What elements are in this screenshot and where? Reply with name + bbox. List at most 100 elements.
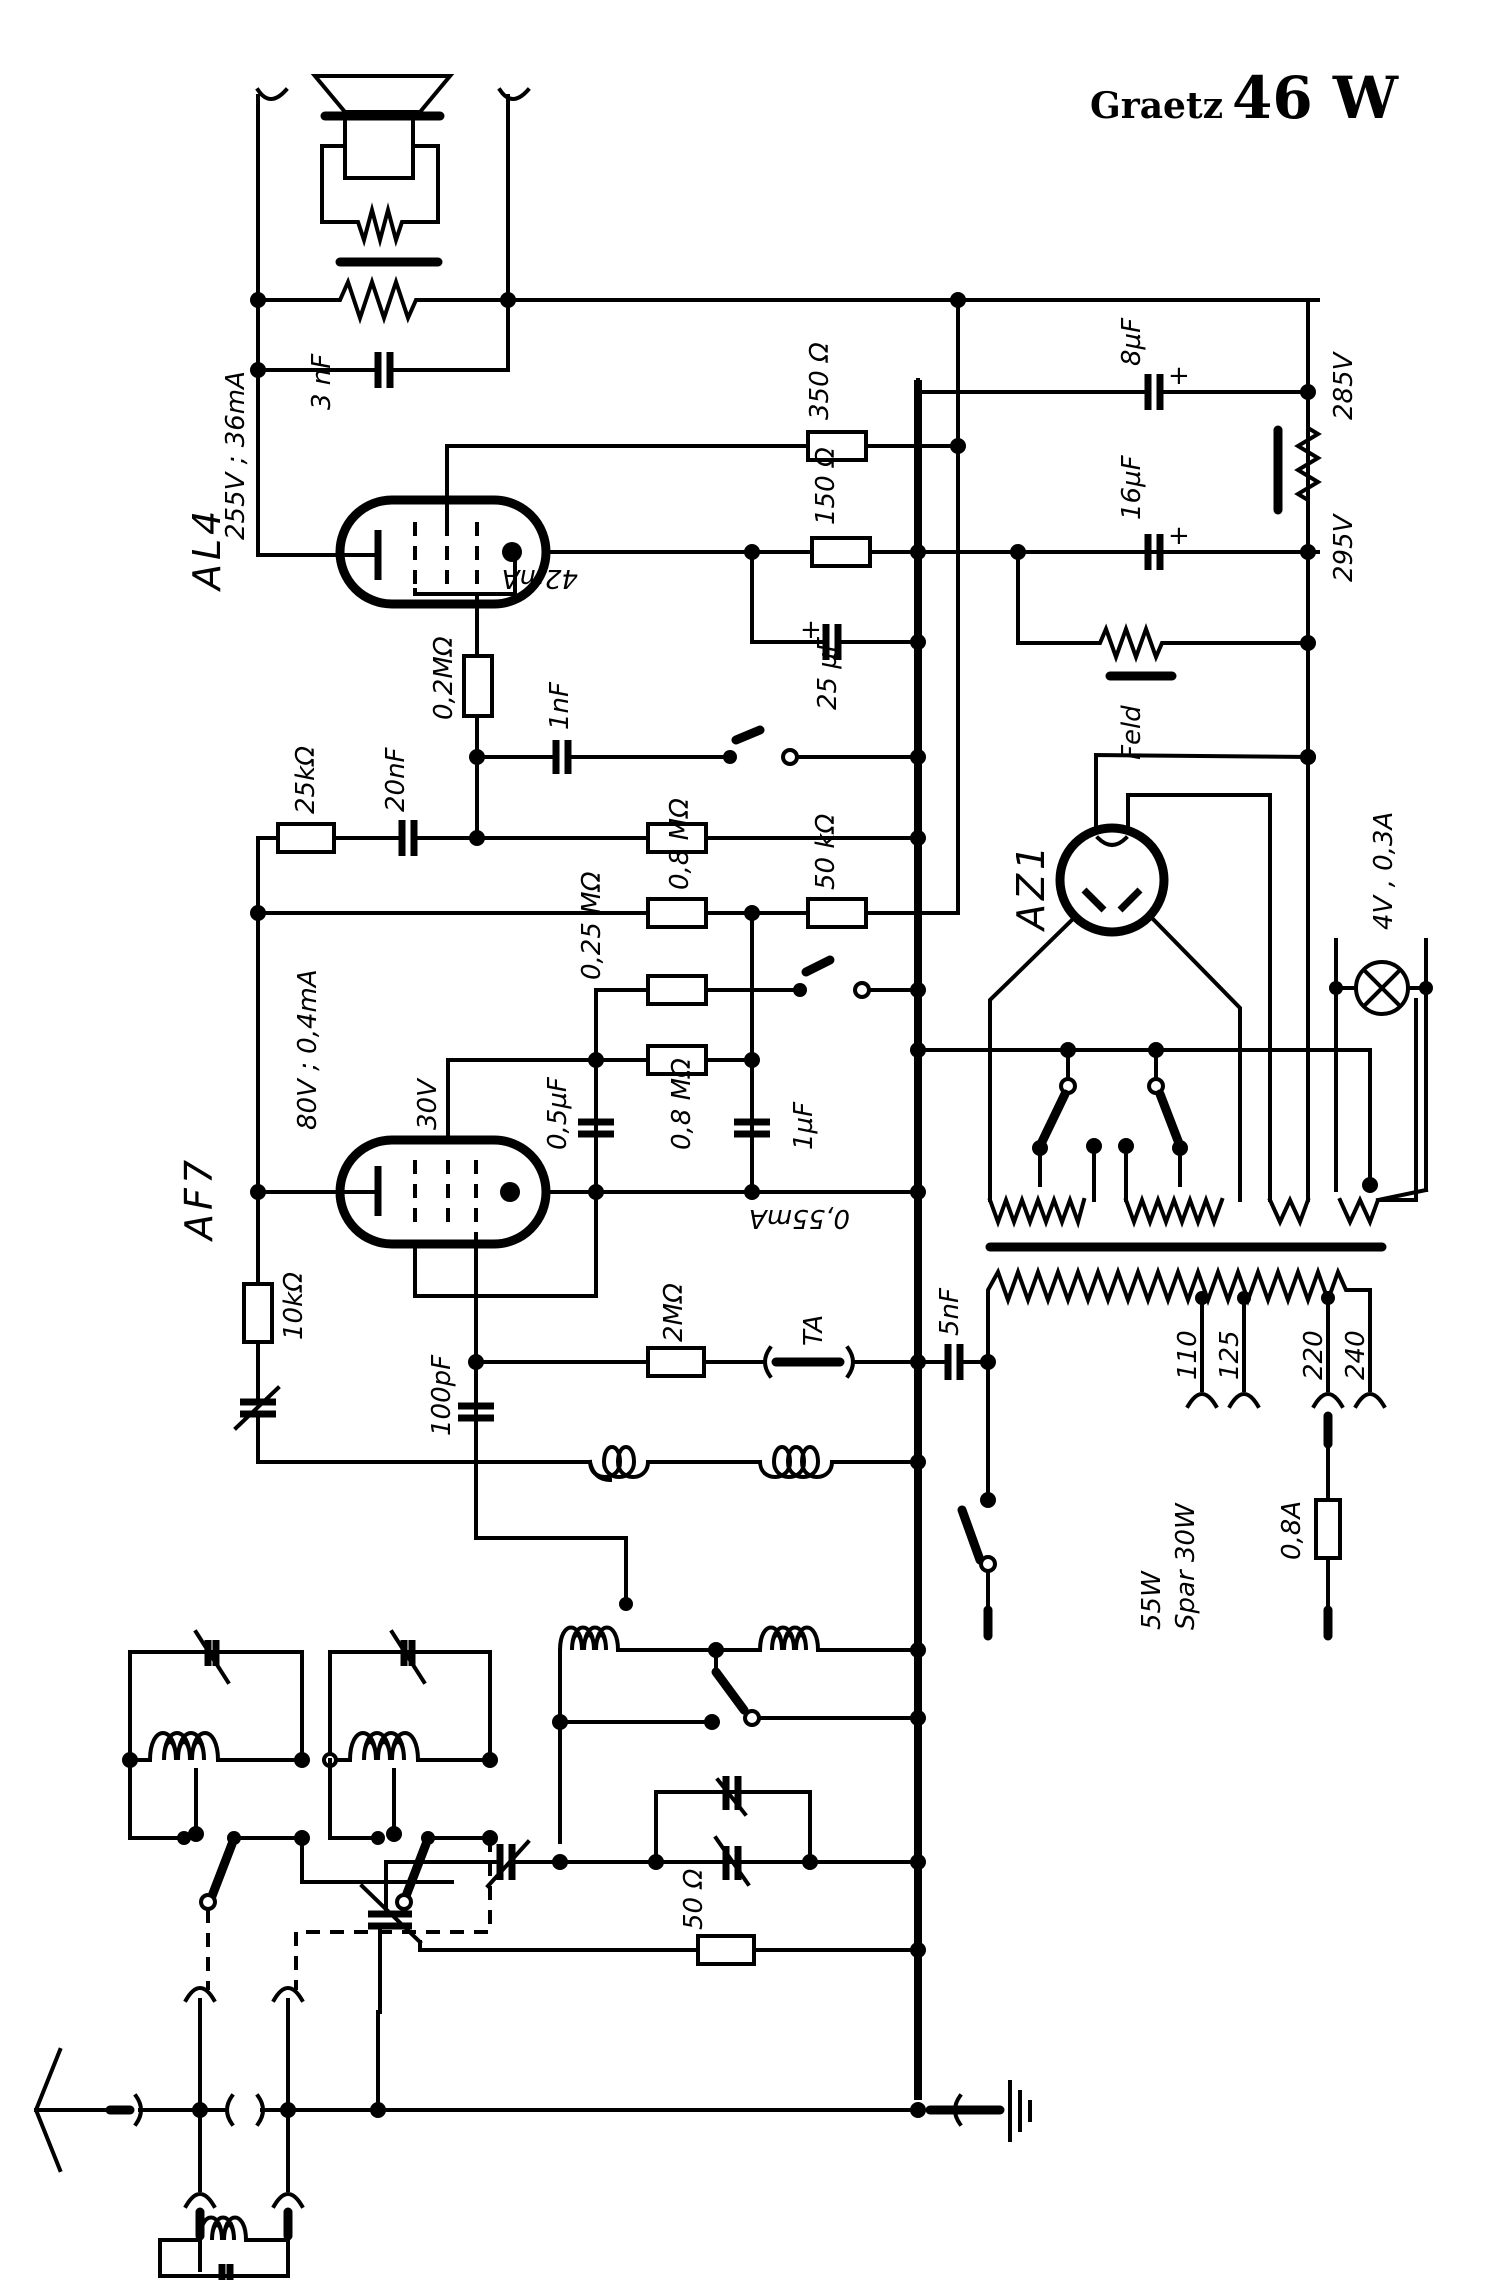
label-power-economy: Spar 30W	[1171, 1502, 1201, 1630]
label-r-50: 50 Ω	[679, 1869, 709, 1930]
title: Graetz 46 W	[1090, 64, 1399, 132]
tone-switch-1[interactable]	[731, 725, 765, 745]
band-coil-1	[128, 1731, 304, 1762]
svg-text:+: +	[1168, 361, 1190, 391]
label-af7-cathode-current: 0,55mA	[749, 1203, 850, 1233]
secondary-hv-2	[1123, 1194, 1225, 1228]
resistor-25k	[276, 822, 336, 854]
label-fuse: 0,8A	[1277, 1501, 1307, 1560]
speaker-socket-left	[255, 87, 289, 101]
ground-socket[interactable]	[953, 2093, 963, 2127]
tap-socket-240[interactable]	[1353, 1392, 1387, 1409]
tube-az1: AZ1	[988, 749, 1316, 1202]
band-switch-3[interactable]	[401, 1839, 431, 1901]
label-r-350: 350 Ω	[805, 342, 835, 420]
label-r-08m-a: 0,8 MΩ	[665, 798, 695, 890]
label-c-8uf: 8µF	[1117, 317, 1147, 366]
output-transformer-primary	[256, 275, 510, 325]
label-c-100pf: 100pF	[427, 1354, 457, 1436]
rf-choke-1	[587, 1445, 762, 1479]
tube-af7: AF7 80V ; 0,4mA 30V 0,55mA 10kΩ	[177, 911, 926, 1540]
label-r-02m: 0,2MΩ	[429, 636, 459, 720]
label-power-rating: 55W	[1137, 1570, 1167, 1630]
label-al4-cathode-current: 42mA	[502, 563, 578, 593]
tap-socket-220[interactable]	[1311, 1392, 1345, 1409]
label-c-25uf: 25 µF	[813, 636, 843, 710]
speaker-icon	[310, 74, 455, 248]
secondary-heater-az1	[1267, 1195, 1311, 1228]
choke	[1294, 390, 1322, 554]
pilot-lamp: 4V , 0,3A	[1329, 812, 1433, 1203]
label-r-25k: 25kΩ	[291, 746, 321, 814]
label-r-150: 150 Ω	[811, 447, 841, 525]
label-al4: AL4	[185, 507, 229, 593]
label-pickup: TA	[799, 1315, 829, 1346]
rf-choke-2	[757, 1445, 920, 1479]
tap-socket-125[interactable]	[1227, 1392, 1261, 1409]
pickup-socket-left	[763, 1345, 773, 1379]
resistor-10k	[242, 1282, 274, 1344]
primary-winding	[986, 1266, 1372, 1364]
tap-label-110: 110	[1173, 1330, 1203, 1380]
voltage-selector-arm-1[interactable]	[1035, 1089, 1070, 1151]
label-c-20nf: 20nF	[381, 746, 411, 812]
label-c-16uf: 16µF	[1117, 454, 1147, 520]
label-az1: AZ1	[1009, 842, 1053, 933]
pickup-socket-right	[845, 1345, 855, 1379]
svg-text:+: +	[1168, 521, 1190, 551]
voltage-selector	[1032, 1042, 1378, 1202]
band-switch-1[interactable]	[711, 1667, 749, 1715]
label-r-10k: 10kΩ	[279, 1272, 309, 1340]
ground-icon	[1008, 2080, 1032, 2142]
label-af7-anode: 80V ; 0,4mA	[293, 969, 323, 1130]
antenna-socket-2[interactable]	[225, 2093, 235, 2127]
brand-name: Graetz	[1090, 85, 1223, 127]
label-r-2m: 2MΩ	[659, 1283, 689, 1342]
band-filters	[122, 1629, 498, 1990]
antenna-ground	[33, 1986, 1032, 2209]
tuning-section: 50 Ω	[359, 1588, 926, 2014]
tap-label-125: 125	[1215, 1330, 1245, 1380]
resistor-08m-c	[646, 1044, 708, 1076]
secondary-hv-1	[987, 1194, 1087, 1229]
band-coil-2	[328, 1731, 492, 1762]
tap-label-240: 240	[1341, 1330, 1371, 1380]
resistor-02m	[462, 654, 494, 718]
tone-switch-2[interactable]	[801, 955, 835, 977]
tap-socket-110[interactable]	[1185, 1392, 1219, 1409]
label-af7: AF7	[177, 1156, 221, 1243]
field-coil	[1016, 550, 1310, 663]
voltage-selector-arm-2[interactable]	[1155, 1089, 1185, 1151]
label-r-50k: 50 kΩ	[811, 814, 841, 890]
tube-al4: AL4 255V ; 36mA 42mA	[185, 371, 960, 658]
label-c-3nf: 3 nF	[307, 353, 337, 410]
label-r-08m-b: 0,8 MΩ	[667, 1058, 697, 1150]
socket-upper-1[interactable]	[183, 1986, 217, 2003]
label-pilot-lamp: 4V , 0,3A	[1369, 812, 1399, 930]
label-c-5nf: 5nF	[935, 1287, 965, 1336]
speaker-section: 3 nF	[250, 74, 1320, 557]
oscillator-coil-1	[557, 1625, 708, 1653]
cathode-network: 350 Ω 150 Ω + 25 µF	[744, 342, 1320, 710]
socket-upper-2[interactable]	[271, 1986, 305, 2003]
mains-switch[interactable]	[957, 1505, 985, 1565]
af7-anode-network: 50 kΩ 0,25 MΩ 0,8 MΩ 0,5µF 1µF	[250, 814, 1372, 1292]
label-field: Feld	[1117, 705, 1147, 760]
label-c-1nf: 1nF	[545, 681, 575, 730]
label-c-05uf: 0,5µF	[543, 1076, 573, 1150]
al4-grid-network: 0,2MΩ 1nF 25kΩ 20nF 0,8 MΩ	[256, 636, 926, 982]
power-transformer: 110 125 220 240 0,8A 55W Spar 30W	[957, 998, 1418, 1641]
power-supply-filter: + 8µF + 16µF 285V 295V Feld	[916, 298, 1359, 765]
label-295v: 295V	[1329, 512, 1359, 582]
resistor-50k	[806, 897, 868, 929]
socket-lower-2[interactable]	[271, 2192, 305, 2209]
fuse	[1314, 1498, 1342, 1560]
band-switch-2[interactable]	[207, 1839, 237, 1901]
svg-text:+: +	[800, 615, 822, 645]
socket-lower-1[interactable]	[183, 2192, 217, 2209]
label-c-1uf: 1µF	[789, 1101, 819, 1150]
resistor-025m	[646, 974, 708, 1006]
speaker-socket-right	[497, 87, 531, 101]
az1-envelope	[1055, 823, 1169, 937]
